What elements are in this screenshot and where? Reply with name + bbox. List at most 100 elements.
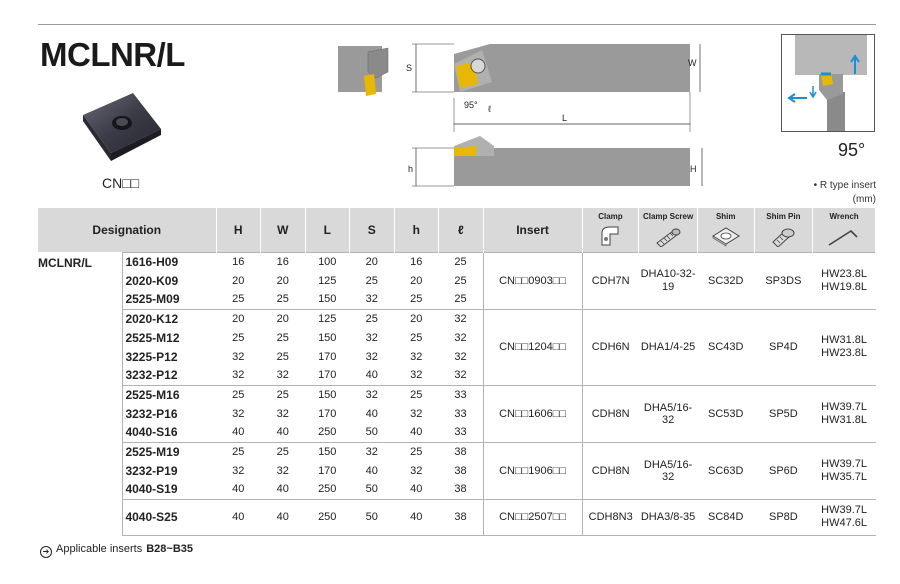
header-L: L bbox=[305, 208, 350, 252]
small-h-cell: 16 bbox=[394, 251, 439, 271]
w-cell: 32 bbox=[276, 369, 289, 382]
shim-icon bbox=[711, 227, 740, 247]
top-rule bbox=[38, 24, 876, 25]
dim-H-label: H bbox=[690, 164, 697, 174]
table-row: 2525-M16 25 25 150 32 25 33 CN□□1606□□ C… bbox=[38, 384, 876, 442]
designation-cell: 2525-M12 bbox=[122, 328, 216, 347]
table-row: 2020-K09 20 20 125 25 20 25 bbox=[38, 271, 876, 290]
clamp-cell: CDH8N bbox=[582, 384, 639, 442]
ell-cell: 32 bbox=[438, 366, 484, 385]
holder-dimension-diagram: S W 95° ℓ L h H bbox=[338, 43, 703, 187]
w-cell: 25 bbox=[260, 384, 305, 404]
l-cell: 150 bbox=[318, 293, 337, 306]
holder-top-view bbox=[454, 44, 690, 92]
designation-cell: 3225-P12 bbox=[122, 347, 216, 366]
unit-label: (mm) bbox=[852, 194, 876, 205]
applicable-inserts-range[interactable]: B28~B35 bbox=[146, 543, 194, 555]
small-h-cell: 40 bbox=[410, 483, 423, 496]
insert-cell: CN□□2507□□ bbox=[483, 498, 583, 536]
table-row: 3225-P12 32 25 170 32 32 32 bbox=[38, 347, 876, 366]
header-S: S bbox=[349, 208, 395, 252]
l-cell: 100 bbox=[305, 251, 350, 271]
designation-cell: 3232-P12 bbox=[122, 366, 216, 385]
table-row: MCLNR/L 1616-H09 16 16 100 20 16 25 CN□□… bbox=[38, 251, 876, 309]
r-type-note: • R type insert bbox=[813, 180, 876, 191]
clamp-icon bbox=[601, 226, 619, 246]
s-cell: 40 bbox=[365, 407, 378, 420]
clamp-cell: CDH8N bbox=[582, 441, 639, 499]
shim-pin-cell: SP6D bbox=[754, 441, 813, 499]
ell-cell: 33 bbox=[438, 404, 484, 423]
applicable-inserts-label: Applicable inserts bbox=[56, 543, 143, 555]
insert-image bbox=[83, 93, 161, 161]
dim-L-label: L bbox=[562, 113, 567, 123]
h-cell: 32 bbox=[232, 464, 245, 477]
clamp-screw-cell: DHA1/4-25 bbox=[638, 308, 698, 385]
clamp-cell: CDH8N3 bbox=[582, 498, 639, 536]
l-cell: 150 bbox=[318, 331, 337, 344]
insert-code: CN□□ bbox=[102, 175, 140, 191]
wrench-line-1: HW39.7L bbox=[821, 504, 868, 516]
w-cell: 20 bbox=[260, 308, 305, 328]
l-cell: 125 bbox=[305, 308, 350, 328]
h-cell: 32 bbox=[232, 369, 245, 382]
ell-cell: 38 bbox=[438, 441, 484, 461]
dim-w-label: W bbox=[688, 58, 697, 68]
shim-pin-cell: SP8D bbox=[754, 498, 813, 536]
h-cell: 40 bbox=[232, 483, 245, 496]
header-wrench: Wrench bbox=[812, 208, 876, 252]
s-cell: 32 bbox=[349, 384, 394, 404]
clamp-cell: CDH7N bbox=[582, 251, 639, 309]
l-cell: 250 bbox=[305, 498, 350, 536]
wrench-icon bbox=[828, 229, 858, 246]
holder-side-view bbox=[338, 46, 389, 96]
w-cell: 20 bbox=[276, 274, 289, 287]
table-row: 2525-M12 25 25 150 32 25 32 bbox=[38, 328, 876, 347]
header-shim: Shim bbox=[697, 208, 755, 252]
wrench-line-2: HW31.8L bbox=[821, 413, 868, 426]
ell-cell: 32 bbox=[438, 328, 484, 347]
shim-pin-cell: SP5D bbox=[754, 384, 813, 442]
wrench-line-2: HW19.8L bbox=[821, 280, 868, 293]
clamp-screw-line-1: DHA10-32- bbox=[640, 267, 696, 280]
designation-cell: 2525-M16 bbox=[122, 384, 216, 404]
small-h-cell: 32 bbox=[410, 464, 423, 477]
shim-cell: SC43D bbox=[697, 308, 755, 385]
approach-angle: 95° bbox=[838, 140, 866, 160]
shim-cell: SC32D bbox=[697, 251, 755, 309]
table-row: 2525-M09 25 25 150 32 25 25 bbox=[38, 290, 876, 309]
ell-cell: 25 bbox=[438, 271, 484, 290]
w-cell: 40 bbox=[260, 498, 305, 536]
ell-cell: 32 bbox=[438, 308, 484, 328]
wrench-line-2: HW23.8L bbox=[821, 347, 868, 359]
small-h-cell: 32 bbox=[410, 350, 423, 363]
table-row: 2020-K12 20 20 125 25 20 32 CN□□1204□□ C… bbox=[38, 308, 876, 385]
clamp-screw-icon bbox=[656, 228, 681, 247]
clamp-cell: CDH6N bbox=[582, 308, 639, 385]
clamp-screw-cell: DHA5/16-32 bbox=[638, 384, 698, 442]
l-cell: 250 bbox=[318, 426, 337, 439]
h-cell: 25 bbox=[216, 441, 261, 461]
small-h-cell: 40 bbox=[410, 426, 423, 439]
dim-s-label: S bbox=[406, 63, 412, 73]
l-cell: 170 bbox=[318, 464, 337, 477]
designation-cell: 3232-P16 bbox=[122, 404, 216, 423]
h-cell: 40 bbox=[216, 498, 261, 536]
designation-cell: 2525-M19 bbox=[122, 441, 216, 461]
header-shim-pin-label: Shim Pin bbox=[766, 212, 801, 221]
l-cell: 150 bbox=[305, 384, 350, 404]
s-cell: 50 bbox=[365, 426, 378, 439]
table-row: 3232-P16 32 32 170 40 32 33 bbox=[38, 404, 876, 423]
header-clamp-label: Clamp bbox=[598, 212, 623, 221]
table-row: 2525-M19 25 25 150 32 25 38 CN□□1906□□ C… bbox=[38, 441, 876, 499]
designation-cell: 2020-K12 bbox=[122, 308, 216, 328]
family-name: MCLNR/L bbox=[38, 256, 92, 270]
w-cell: 40 bbox=[276, 426, 289, 439]
h-cell: 25 bbox=[232, 331, 245, 344]
spec-table: Designation H W L S h ℓ Insert Clamp Cla… bbox=[38, 208, 876, 536]
small-h-cell: 20 bbox=[410, 274, 423, 287]
